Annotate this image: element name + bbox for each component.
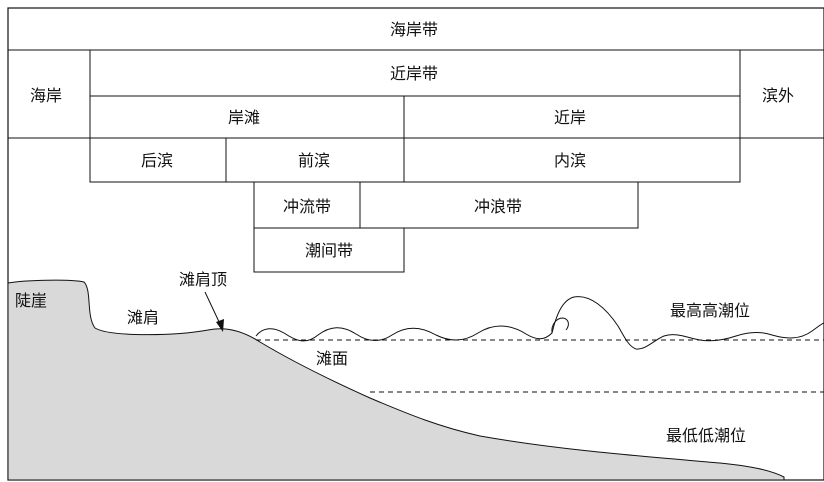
foreshore-label: 前滨 [298, 151, 330, 170]
berm-label: 滩肩 [127, 308, 159, 327]
berm-crest-arrowhead [216, 319, 224, 332]
berm-crest-pointer [204, 291, 222, 327]
swash-zone-label: 冲流带 [283, 197, 331, 216]
high-tide-label: 最高高潮位 [670, 301, 750, 320]
inshore-label: 内滨 [554, 151, 586, 170]
low-tide-label: 最低低潮位 [666, 426, 746, 445]
nearshore-label: 近岸 [554, 108, 586, 127]
wave-profile [255, 296, 824, 350]
intertidal-zone-cell [253, 227, 405, 273]
nearshore-zone-label: 近岸带 [390, 64, 438, 83]
backshore-label: 后滨 [141, 151, 173, 170]
cliff-label: 陡崖 [15, 291, 47, 310]
berm-crest-label: 滩肩顶 [179, 270, 227, 289]
coastal-zone-label: 海岸带 [390, 20, 438, 39]
offshore-label: 滨外 [762, 86, 794, 105]
beach-label: 岸滩 [228, 108, 260, 127]
beach-face-label: 滩面 [316, 349, 348, 368]
surf-zone-cell [359, 181, 639, 229]
wave-curl [551, 317, 569, 334]
intertidal-zone-label: 潮间带 [305, 241, 353, 260]
surf-zone-label: 冲浪带 [474, 197, 522, 216]
land-profile [7, 279, 785, 481]
coast-label: 海岸 [30, 86, 62, 105]
